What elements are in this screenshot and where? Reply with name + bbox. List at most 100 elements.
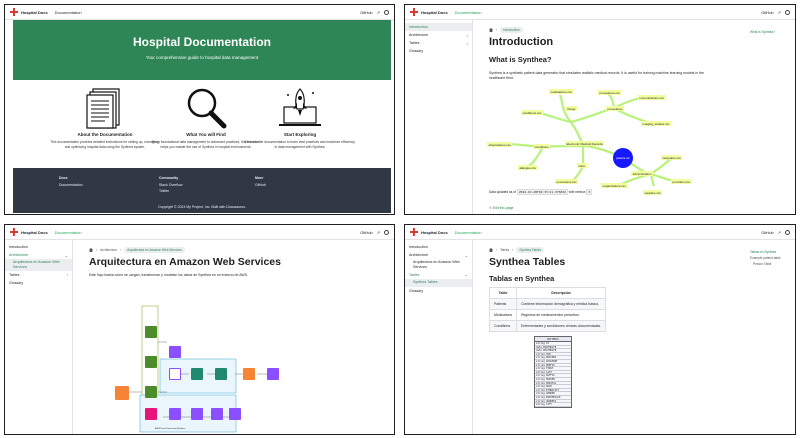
- toc-item[interactable]: Person Table: [753, 262, 772, 267]
- mindmap-node: medications.csv: [549, 89, 574, 94]
- toc-item[interactable]: Example patient table: [750, 256, 781, 261]
- breadcrumb-parent[interactable]: Tables: [500, 248, 510, 252]
- hospital-cross-icon[interactable]: [10, 8, 18, 16]
- column-header: Table: [488, 287, 518, 299]
- home-icon[interactable]: [489, 248, 493, 252]
- sidebar-item-tables[interactable]: Tables›: [405, 39, 472, 47]
- sidebar-item-architecture[interactable]: Architecture⌄: [5, 251, 72, 259]
- nav-documentation-link[interactable]: Documentation: [54, 229, 82, 235]
- navbar: Hospital Docs Documentation GitHub ↗: [5, 225, 394, 240]
- updated-prefix: Data updated as of: [489, 190, 516, 194]
- nav-documentation-link[interactable]: Documentation: [454, 9, 482, 15]
- sidebar-item-introduction[interactable]: Introduction: [409, 245, 428, 249]
- nav-github-link[interactable]: GitHub: [761, 10, 774, 15]
- external-link-icon: ↗: [376, 230, 380, 235]
- chevron-right-icon[interactable]: ›: [466, 40, 468, 46]
- mindmap-node: providers.csv: [671, 179, 692, 184]
- chevron-right-icon[interactable]: ›: [466, 32, 468, 38]
- sidebar-item-glossary[interactable]: Glossary: [409, 288, 424, 293]
- external-link-icon: ↗: [376, 10, 380, 15]
- glue-icon: [169, 346, 181, 358]
- theme-toggle-icon[interactable]: [785, 10, 790, 15]
- hospital-cross-icon[interactable]: [10, 228, 18, 236]
- mindmap-diagram: patients.csv medications.csv procedures.…: [483, 86, 713, 195]
- mindmap-node: careplans.csv: [661, 155, 683, 160]
- chevron-down-icon[interactable]: ⌄: [64, 252, 68, 258]
- home-icon[interactable]: [489, 28, 493, 32]
- sagemaker-icon: [215, 368, 227, 380]
- mindmap-node: organizations.csv: [601, 183, 628, 188]
- mindmap-node: Conditions: [533, 144, 551, 149]
- nav-brand[interactable]: Hospital Docs: [421, 229, 448, 235]
- breadcrumb-separator: ›: [512, 248, 514, 252]
- s3-bucket-icon: [145, 386, 157, 398]
- hospital-cross-icon[interactable]: [410, 8, 418, 16]
- breadcrumb-separator: ›: [96, 248, 98, 252]
- mindmap-node: observations.csv: [487, 142, 513, 147]
- schema-row: string MARITAL: [535, 382, 571, 386]
- nav-github-link[interactable]: GitHub: [360, 230, 373, 235]
- hospital-cross-icon[interactable]: [410, 228, 418, 236]
- schema-row: string SUFFIX: [535, 374, 571, 378]
- sidebar-item-architecture[interactable]: Architecture⌄: [405, 251, 472, 259]
- sidebar-item-tables[interactable]: Tables ›: [5, 271, 72, 279]
- theme-toggle-icon[interactable]: [785, 230, 790, 235]
- nav-github-link[interactable]: GitHub: [360, 10, 373, 15]
- schema-row: string FIRST: [535, 367, 571, 371]
- breadcrumb: › Tables › Synthea Tables: [489, 247, 545, 253]
- sidebar-item-synthea-tables[interactable]: Synthea Tables: [405, 278, 472, 287]
- breadcrumb: › Introduction: [489, 27, 523, 33]
- doc-main: › Introduction What is Synthea? Introduc…: [479, 20, 795, 214]
- feature-title: About the Documentation: [77, 132, 133, 137]
- schema-row: date DEATHDATE: [535, 349, 571, 353]
- architecture-page-panel: Hospital Docs Documentation GitHub ↗ Int…: [4, 224, 395, 435]
- footer-link-stackoverflow[interactable]: Stack Overflow: [159, 182, 183, 187]
- table-row: Conditions Enfermedades y condiciones cl…: [488, 320, 607, 332]
- sidebar-item-tables[interactable]: Tables⌄: [405, 271, 472, 279]
- sidebar-item-glossary[interactable]: Glossary: [9, 280, 24, 285]
- step-icon: [229, 408, 241, 420]
- section-heading: Tablas en Synthea: [489, 274, 555, 283]
- page-title: Introduction: [489, 36, 554, 48]
- footer-col-title: More: [255, 176, 264, 180]
- footer-link-twitter[interactable]: Twitter: [159, 189, 170, 193]
- sidebar-item-label: Tables: [9, 272, 20, 277]
- nav-documentation-link[interactable]: Documentation: [454, 229, 482, 235]
- nav-brand[interactable]: Hospital Docs: [421, 9, 448, 15]
- data-catalog-icon: [191, 368, 203, 380]
- sidebar-item-glossary[interactable]: Glossary: [409, 49, 424, 53]
- documents-icon: [86, 88, 120, 129]
- mindmap-node: procedures.csv: [598, 90, 622, 95]
- navbar: Hospital Docs Documentation GitHub ↗: [405, 225, 795, 240]
- sidebar-item-introduction[interactable]: Introduction: [405, 23, 472, 31]
- chevron-right-icon[interactable]: ›: [66, 272, 68, 278]
- breadcrumb-parent[interactable]: Architecture: [100, 248, 118, 252]
- sidebar-item-aws[interactable]: Arquitectura en Amazon Web Services: [5, 259, 72, 271]
- toc-item[interactable]: Tablas en Synthea: [750, 250, 777, 254]
- feature-text: This documentation provides detailed ins…: [50, 140, 160, 149]
- edit-page-link[interactable]: ✎ Edit this page: [489, 206, 514, 210]
- home-icon[interactable]: [89, 248, 93, 252]
- nav-github-link[interactable]: GitHub: [761, 230, 774, 235]
- footer-link-github[interactable]: GitHub: [255, 182, 266, 187]
- mindmap-node: Administration: [631, 171, 654, 176]
- theme-toggle-icon[interactable]: [384, 230, 389, 235]
- nav-brand[interactable]: Hospital Docs: [21, 9, 48, 15]
- schema-row: string SSN: [535, 353, 571, 357]
- sidebar-item-aws[interactable]: Arquitectura en Amazon Web Services: [413, 260, 460, 269]
- sidebar-item-architecture[interactable]: Architecture›: [405, 31, 472, 39]
- table-cell: Enfermedades y condiciones clínicas docu…: [516, 320, 607, 332]
- chevron-down-icon[interactable]: ⌄: [464, 252, 468, 258]
- step-icon: [191, 408, 203, 420]
- chevron-down-icon[interactable]: ⌄: [464, 272, 468, 278]
- hero-banner: Hospital Documentation Your comprehensiv…: [13, 20, 391, 80]
- schema-row: string PASSPORT: [535, 360, 571, 364]
- nav-documentation-link[interactable]: Documentation: [54, 9, 82, 15]
- sidebar-item-introduction[interactable]: Introduction: [9, 245, 28, 249]
- footer-link-documentation[interactable]: Documentation: [59, 182, 83, 187]
- nav-brand[interactable]: Hospital Docs: [21, 229, 48, 235]
- schema-row: string DRIVERS: [535, 356, 571, 360]
- toc-item[interactable]: What is Synthea?: [750, 30, 775, 34]
- api-icon: [267, 368, 279, 380]
- theme-toggle-icon[interactable]: [384, 10, 389, 15]
